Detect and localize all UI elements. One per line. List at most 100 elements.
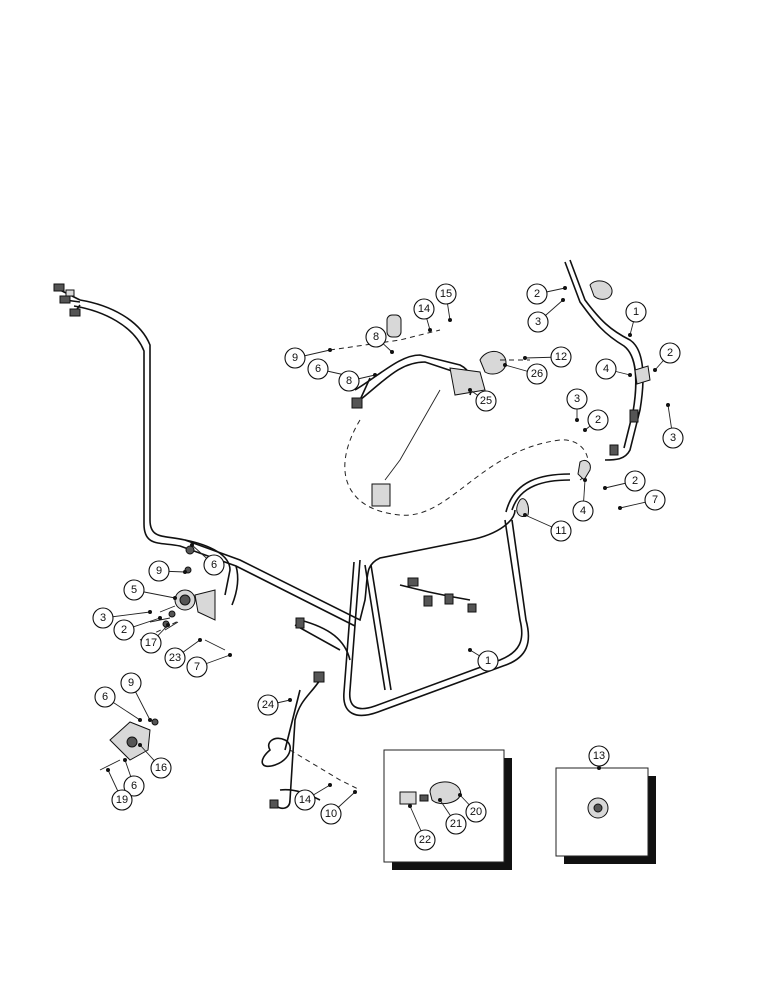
callout-7: 7 [186,656,208,678]
callout-number: 16 [155,762,167,774]
leader-dot [628,373,632,377]
callout-number: 8 [373,331,379,343]
leader-dot [561,298,565,302]
callout-number: 14 [299,794,311,806]
leader-dot [597,766,601,770]
callout-number: 26 [531,368,543,380]
callout-2: 2 [113,619,135,641]
callout-number: 6 [315,363,321,375]
callout-circle [413,298,435,320]
callout-number: 9 [128,677,134,689]
leader-dot [583,428,587,432]
callout-circle [338,370,360,392]
leader-dot [428,328,432,332]
leader-dot [618,506,622,510]
leader-dot [183,570,187,574]
callout-number: 6 [102,691,108,703]
callout-3: 3 [566,388,588,410]
leader-dot [173,596,177,600]
callout-number: 4 [580,505,586,517]
callout-number: 12 [555,351,567,363]
callout-number: 17 [145,637,157,649]
callout-25: 25 [475,390,497,412]
leader-dot [373,373,377,377]
callout-5: 5 [123,579,145,601]
callout-circle [625,301,647,323]
leader-dot [468,388,472,392]
main-harness [73,299,571,810]
dashed-leaders [139,329,530,791]
leader-dot [190,543,194,547]
callout-number: 2 [595,414,601,426]
leader-dot [148,610,152,614]
callout-number: 4 [603,363,609,375]
callout-16: 16 [150,757,172,779]
callout-number: 6 [211,559,217,571]
callout-number: 7 [194,661,200,673]
leader-dot [148,718,152,722]
callout-number: 23 [169,652,181,664]
callout-circle [475,390,497,412]
callout-9: 9 [148,560,170,582]
callout-21: 21 [445,813,467,835]
leader-dot [603,486,607,490]
callout-circle [186,656,208,678]
callout-circle [257,694,279,716]
leader-dot [138,718,142,722]
callout-number: 6 [131,780,137,792]
callout-number: 10 [325,808,337,820]
callout-circle [164,647,186,669]
callout-circle [465,801,487,823]
callout-circle [123,775,145,797]
leader-dot [123,758,127,762]
callout-2: 2 [659,342,681,364]
callout-13: 13 [588,745,610,767]
callout-6: 6 [123,775,145,797]
leader-dot [448,318,452,322]
callout-number: 3 [100,612,106,624]
leader-dot [106,768,110,772]
callout-circle [527,311,549,333]
callout-number: 3 [670,432,676,444]
leader-dot [198,638,202,642]
callout-circle [587,409,609,431]
callout-number: 5 [131,584,137,596]
callout-6: 6 [94,686,116,708]
callout-circle [140,632,162,654]
callout-number: 24 [262,699,274,711]
callout-circle [662,427,684,449]
callout-1: 1 [477,650,499,672]
callout-number: 2 [632,475,638,487]
callout-number: 2 [121,624,127,636]
callout-6: 6 [307,358,329,380]
callout-10: 10 [320,803,342,825]
gauge-assembly [149,545,226,651]
callout-7: 7 [644,489,666,511]
callout-circle [320,803,342,825]
callout-11: 11 [550,520,572,542]
callout-circle [365,326,387,348]
callout-number: 9 [156,565,162,577]
leader-dot [158,616,162,620]
callout-2: 2 [587,409,609,431]
callout-circle [111,789,133,811]
callout-2: 2 [526,283,548,305]
callout-circle [624,470,646,492]
callout-20: 20 [465,801,487,823]
leader-dot [575,418,579,422]
callout-circle [644,489,666,511]
callout-3: 3 [92,607,114,629]
inset-grommet [555,767,656,864]
leader-dot [458,793,462,797]
callout-number: 3 [535,316,541,328]
callout-number: 15 [440,288,452,300]
leader-dot [666,403,670,407]
callout-number: 20 [470,806,482,818]
callout-circle [445,813,467,835]
leader-dot [408,804,412,808]
callout-circle [123,579,145,601]
callout-circle [284,347,306,369]
callout-19: 19 [111,789,133,811]
callout-circle [307,358,329,380]
callout-15: 15 [435,283,457,305]
